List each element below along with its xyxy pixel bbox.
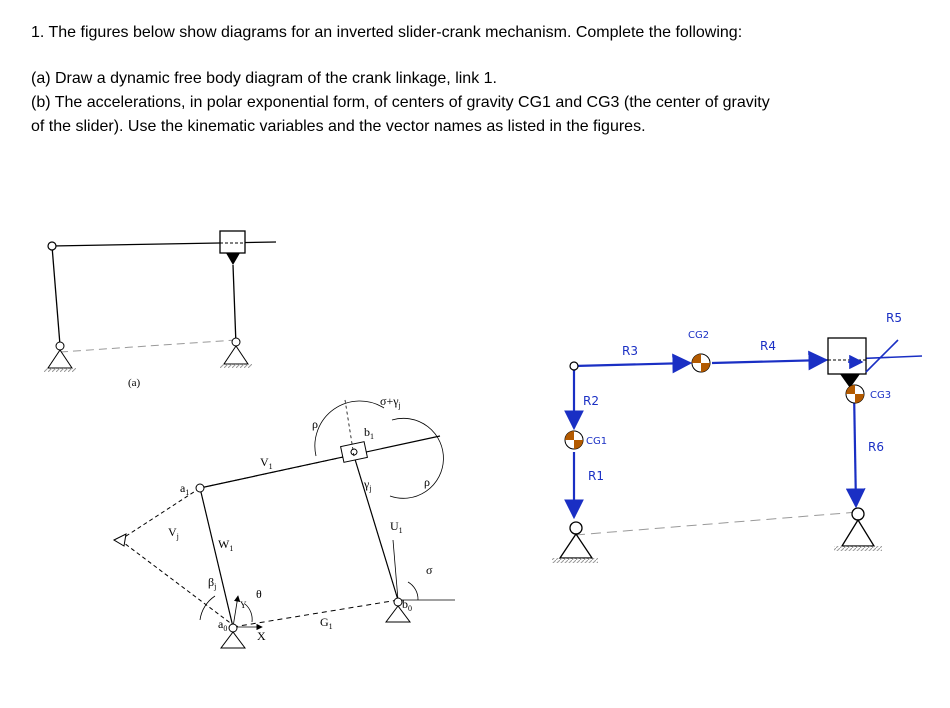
figure-cg-diagram: R2 R1 R3 R4 R5 R6 CG1 CG2 CG3: [552, 311, 923, 563]
label-beta: βj: [208, 575, 216, 591]
problem-title: 1. The figures below show diagrams for a…: [31, 24, 743, 41]
ground-pivot-r6: [834, 507, 882, 551]
cg3-marker: [845, 384, 865, 404]
part-b-text-line-1: (b) The accelerations, in polar exponent…: [31, 94, 770, 111]
part-a-text: (a) Draw a dynamic free body diagram of …: [31, 70, 497, 87]
label-r2: R2: [583, 394, 599, 408]
label-cg3: CG3: [870, 390, 891, 401]
ground-line: [59, 339, 237, 353]
label-cg2: CG2: [688, 330, 709, 341]
vector-r4: [711, 350, 829, 371]
label-rho-top: ρ: [312, 417, 318, 431]
figure-vector-loop: V1 W1 U1 G1 b1 a1 a0 b0 Vj βj θ ρ ρ σ+γj…: [112, 394, 455, 649]
ground-pivot-r1: [552, 521, 598, 563]
vector-r5: [865, 339, 899, 373]
crank-link: [51, 245, 61, 346]
slider-pin: [226, 253, 240, 265]
label-rho-right: ρ: [424, 475, 430, 489]
vector-vj-upper: [119, 487, 201, 541]
sigma-gamma-arc: [389, 417, 444, 499]
ground-pivot-a0: [220, 623, 246, 649]
figure-a-mechanism: (a): [44, 230, 277, 389]
label-cg1: CG1: [586, 436, 607, 447]
label-sigma: σ: [426, 563, 433, 577]
label-sigma-gamma: σ+γj: [380, 394, 401, 410]
ground-pivot-left: [44, 341, 76, 372]
label-theta: θ: [256, 587, 262, 601]
label-r3: R3: [622, 344, 638, 358]
label-r5: R5: [886, 311, 902, 325]
pin-joint: [47, 241, 57, 251]
label-r1: R1: [588, 469, 604, 483]
cg2-marker: [691, 353, 711, 373]
label-r4: R4: [760, 339, 776, 353]
pole-marker: [112, 533, 127, 547]
label-u1: U1: [390, 519, 403, 535]
theta-arc: [244, 603, 253, 623]
label-a0: a0: [218, 617, 227, 633]
label-x-axis: X: [257, 629, 266, 643]
label-g1: G1: [320, 615, 333, 631]
vector-vj-lower: [119, 539, 234, 626]
label-r6: R6: [868, 440, 884, 454]
cg1-marker: [564, 430, 584, 450]
slider-block: [219, 230, 246, 254]
vector-r6: [845, 389, 866, 509]
ground-line-right: [574, 511, 859, 536]
vector-u1: [353, 455, 399, 601]
label-v1: V1: [260, 455, 273, 471]
vector-w1: [199, 487, 234, 628]
vector-r3: [573, 353, 693, 374]
label-b1: b1: [364, 425, 374, 441]
label-w1: W1: [218, 537, 233, 553]
slider-block-rotated: [340, 441, 368, 463]
rho-arc: [314, 400, 385, 457]
label-vj: Vj: [168, 525, 179, 541]
slider-block-cg: [827, 337, 867, 375]
vector-g1: [232, 599, 399, 628]
beta-arc: [199, 595, 216, 621]
part-b-text-line-2: of the slider). Use the kinematic variab…: [31, 118, 646, 135]
figure-a-caption: (a): [128, 377, 141, 389]
rocker-link: [232, 264, 237, 346]
label-b0: b0: [402, 597, 412, 613]
ground-pivot-b0: [385, 597, 411, 623]
ground-pivot-right: [220, 337, 252, 368]
label-gamma: γj: [363, 477, 372, 493]
label-a1: a1: [180, 481, 189, 497]
label-y-axis: Y: [240, 600, 247, 610]
